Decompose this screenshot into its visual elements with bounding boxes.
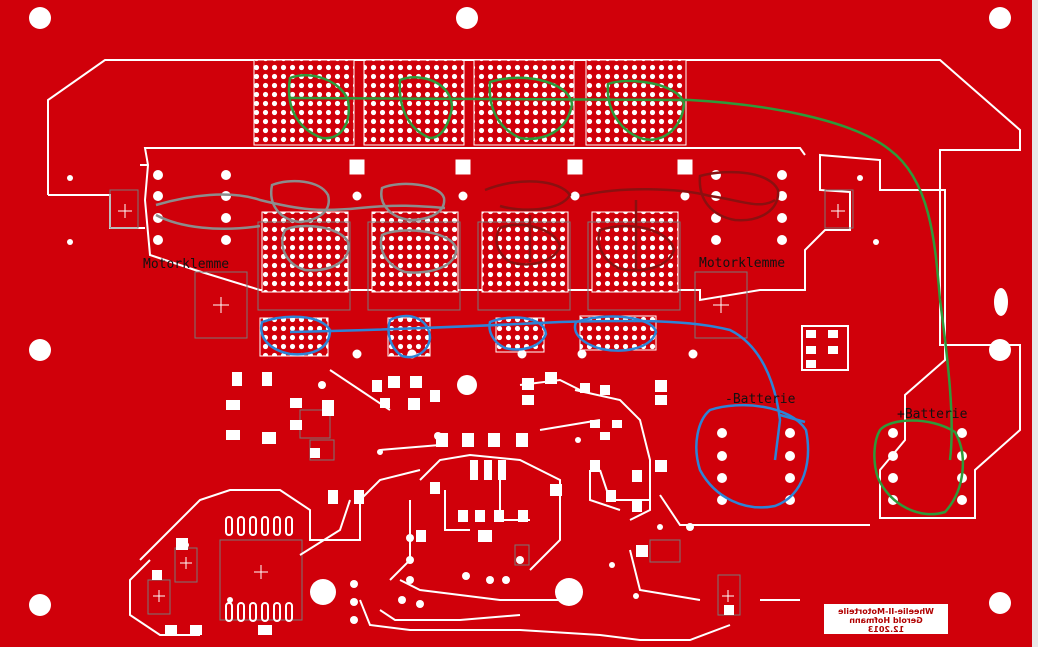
- battery-terminal-minus: [717, 428, 795, 505]
- signal-vias: [67, 175, 879, 624]
- motor-terminal-right: [711, 170, 787, 245]
- battery-terminal-plus: [888, 428, 967, 505]
- mirrored-signature: Wheelie-II-Motorteile Gerold Hofmann 12.…: [838, 607, 934, 634]
- motor-terminal-left-label: Motorklemme: [143, 257, 229, 272]
- transistor-pads: [349, 159, 698, 359]
- signature-line-1: Wheelie-II-Motorteile: [838, 607, 934, 616]
- battery-minus-label: -Batterie: [725, 392, 796, 407]
- darkred-markup: [484, 170, 780, 272]
- component-centers: [118, 204, 845, 602]
- signature-block: [824, 604, 948, 634]
- right-margin: [1032, 0, 1038, 647]
- thermal-via-grids: [253, 59, 687, 357]
- connector-block: [801, 325, 849, 371]
- motor-terminal-right-label: Motorklemme: [699, 256, 785, 271]
- battery-plus-label: +Batterie: [897, 407, 968, 422]
- blue-markup: [259, 314, 810, 509]
- smd-pads: [152, 372, 734, 635]
- gray-markup: [155, 179, 458, 274]
- green-markup: [287, 73, 965, 516]
- signature-line-3: 12.2013: [868, 625, 904, 634]
- ic-pads: [225, 516, 293, 622]
- signature-line-2: Gerold Hofmann: [849, 616, 923, 625]
- component-outlines: [109, 189, 854, 621]
